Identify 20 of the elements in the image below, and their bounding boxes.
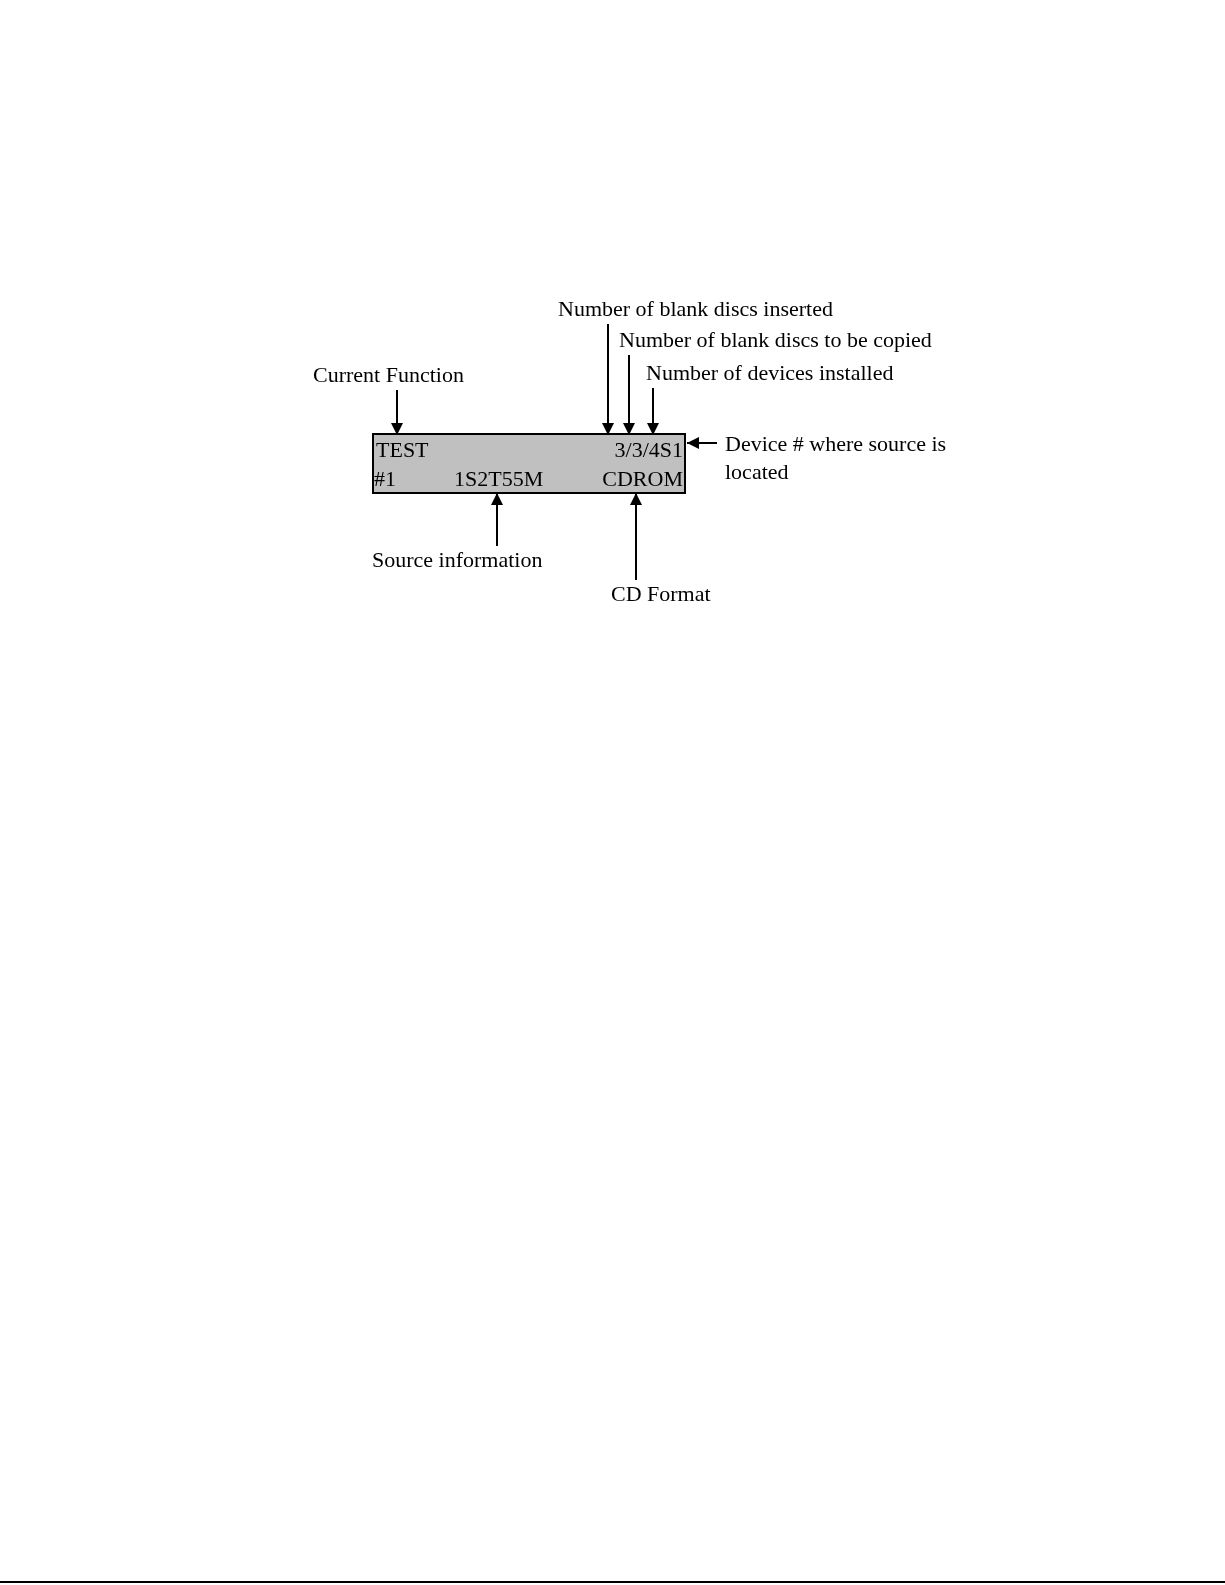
lcd-display xyxy=(372,433,686,494)
leader-arrow xyxy=(623,354,635,436)
leader-arrow xyxy=(391,389,403,436)
leader-arrow xyxy=(602,323,614,436)
display-text: TEST xyxy=(376,435,446,464)
callout-label: Device # where source is located xyxy=(725,430,947,486)
callout-label: Number of devices installed xyxy=(646,359,894,387)
callout-label: Number of blank discs to be copied xyxy=(619,326,932,354)
callout-label: Current Function xyxy=(313,361,464,389)
display-text: 3/3/4S1 xyxy=(582,435,683,464)
leader-arrow xyxy=(630,492,642,581)
callout-label: Number of blank discs inserted xyxy=(558,295,833,323)
callout-label: CD Format xyxy=(611,580,711,608)
callout-label: Source information xyxy=(372,546,543,574)
leader-arrow xyxy=(491,492,503,547)
leader-arrow xyxy=(647,387,659,436)
display-text: 1S2T55M xyxy=(454,464,556,493)
display-text: #1 xyxy=(374,464,414,493)
display-text: CDROM xyxy=(576,464,683,493)
leader-arrow xyxy=(686,437,718,449)
